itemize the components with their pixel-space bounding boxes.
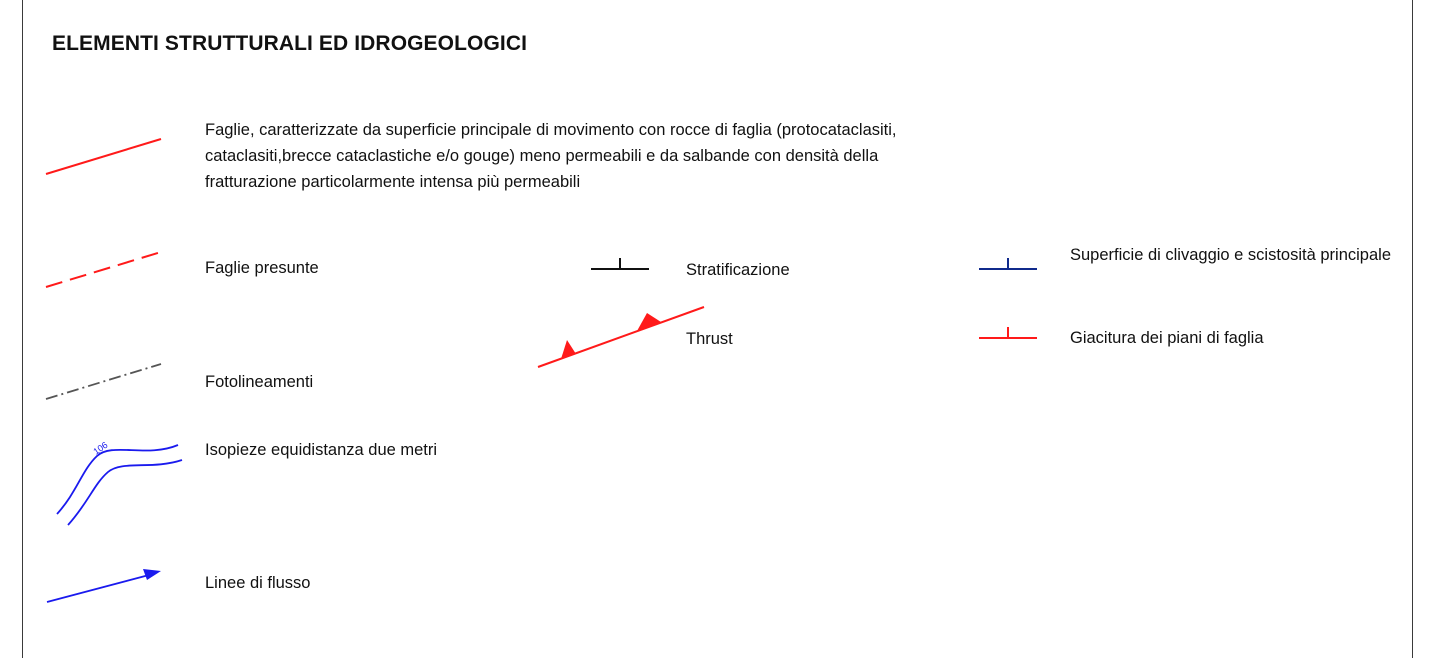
legend-label-faglie-presunte: Faglie presunte	[205, 259, 319, 277]
legend-label-fotolineamenti: Fotolineamenti	[205, 373, 314, 391]
contour-value-label: 106	[91, 440, 109, 457]
red-thrust-line-icon	[537, 306, 705, 368]
red-dip-symbol-icon	[979, 327, 1037, 339]
legend-label-linee-flusso: Linee di flusso	[205, 574, 311, 592]
legend-label-giacitura: Giacitura dei piani di faglia	[1070, 329, 1264, 347]
black-dip-symbol-icon	[591, 258, 649, 270]
legend-label-isopieze: Isopieze equidistanza due metri	[205, 441, 438, 459]
map-legend-frame	[22, 0, 1413, 658]
legend-title: ELEMENTI STRUTTURALI ED IDROGEOLOGICI	[52, 32, 528, 55]
dash-dot-gray-line-icon	[45, 363, 162, 400]
blue-arrow-icon	[46, 569, 161, 603]
solid-red-line-icon	[45, 138, 162, 175]
dashed-red-line-icon	[45, 251, 162, 288]
legend-label-faglie: Faglie, caratterizzate da superficie pri…	[205, 121, 897, 191]
legend-label-stratificazione: Stratificazione	[686, 261, 790, 279]
legend-label-thrust: Thrust	[686, 330, 733, 348]
legend-label-clivaggio: Superficie di clivaggio e scistosità pri…	[1070, 246, 1391, 264]
blue-dip-symbol-icon	[979, 258, 1037, 270]
blue-contour-lines-icon: 106	[56, 440, 183, 526]
